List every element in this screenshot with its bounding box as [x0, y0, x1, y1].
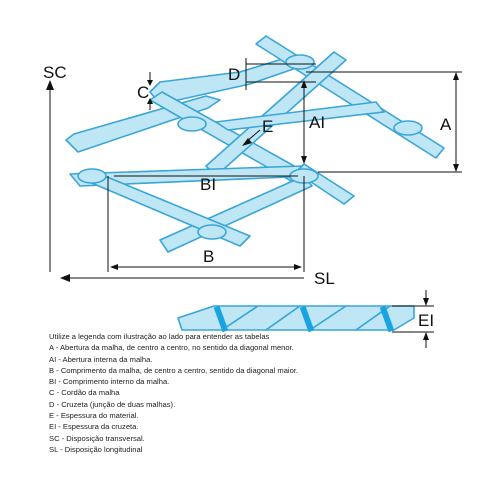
legend-item: B - Comprimento da malha, de centro a ce…	[49, 365, 299, 375]
c-arrow-bottom	[147, 98, 153, 104]
e-arrow	[242, 138, 252, 146]
section-accent	[379, 305, 395, 333]
c-arrow-top	[147, 80, 153, 86]
mesh-cruzeta-right	[393, 120, 423, 136]
legend-item: SL - Disposição longitudinal	[49, 444, 143, 454]
ei-arrow-bottom	[423, 332, 429, 340]
legend-intro: Utilize a legenda com ilustração ao lado…	[49, 332, 270, 341]
cross-section	[177, 290, 434, 348]
legend-item: D - Cruzeta (junção de duas malhas).	[49, 399, 176, 409]
mesh-cruzeta-far-left	[77, 168, 107, 184]
legend-item: AI - Abertura interna da malha.	[49, 354, 153, 364]
legend-item: BI - Comprimento interno da malha.	[49, 377, 170, 387]
mesh-strand	[215, 101, 385, 131]
mesh-strand	[149, 55, 303, 105]
legend-item: E - Espessura do material.	[49, 411, 139, 421]
legend-item: A - Abertura da malha, de centro a centr…	[49, 343, 294, 353]
ai-arrow-bottom	[301, 156, 307, 164]
legend-item: C - Cordão da malha	[49, 388, 120, 398]
label-d: D	[228, 65, 240, 84]
sc-arrowhead	[46, 80, 54, 90]
dimension-lines	[46, 58, 462, 282]
a-arrow-bottom	[453, 164, 459, 172]
label-e: E	[262, 117, 273, 136]
ei-arrow-top	[423, 298, 429, 306]
label-ai: AI	[309, 113, 325, 132]
mesh-cruzeta-top	[285, 54, 315, 70]
legend-item: SC - Disposição transversal.	[49, 433, 145, 443]
label-sc: SC	[43, 63, 67, 82]
label-sl: SL	[314, 269, 335, 288]
sl-arrowhead	[60, 274, 70, 282]
section-accent	[213, 305, 229, 333]
b-arrow-right	[294, 264, 302, 270]
legend: Utilize a legenda com ilustração ao lado…	[49, 331, 389, 455]
b-arrow-left	[110, 264, 118, 270]
ai-arrow-top	[301, 80, 307, 88]
label-bi: BI	[200, 175, 216, 194]
label-a: A	[440, 115, 452, 134]
legend-item: EI - Espessura da cruzeta.	[49, 422, 139, 432]
a-arrow-top	[453, 72, 459, 80]
section-accent	[299, 305, 315, 333]
label-c: C	[137, 83, 149, 102]
mesh-cruzeta-left	[177, 116, 207, 132]
mesh-cruzeta-lower	[197, 224, 227, 240]
mesh	[65, 35, 445, 253]
label-ei: EI	[418, 311, 434, 330]
label-b: B	[203, 247, 214, 266]
